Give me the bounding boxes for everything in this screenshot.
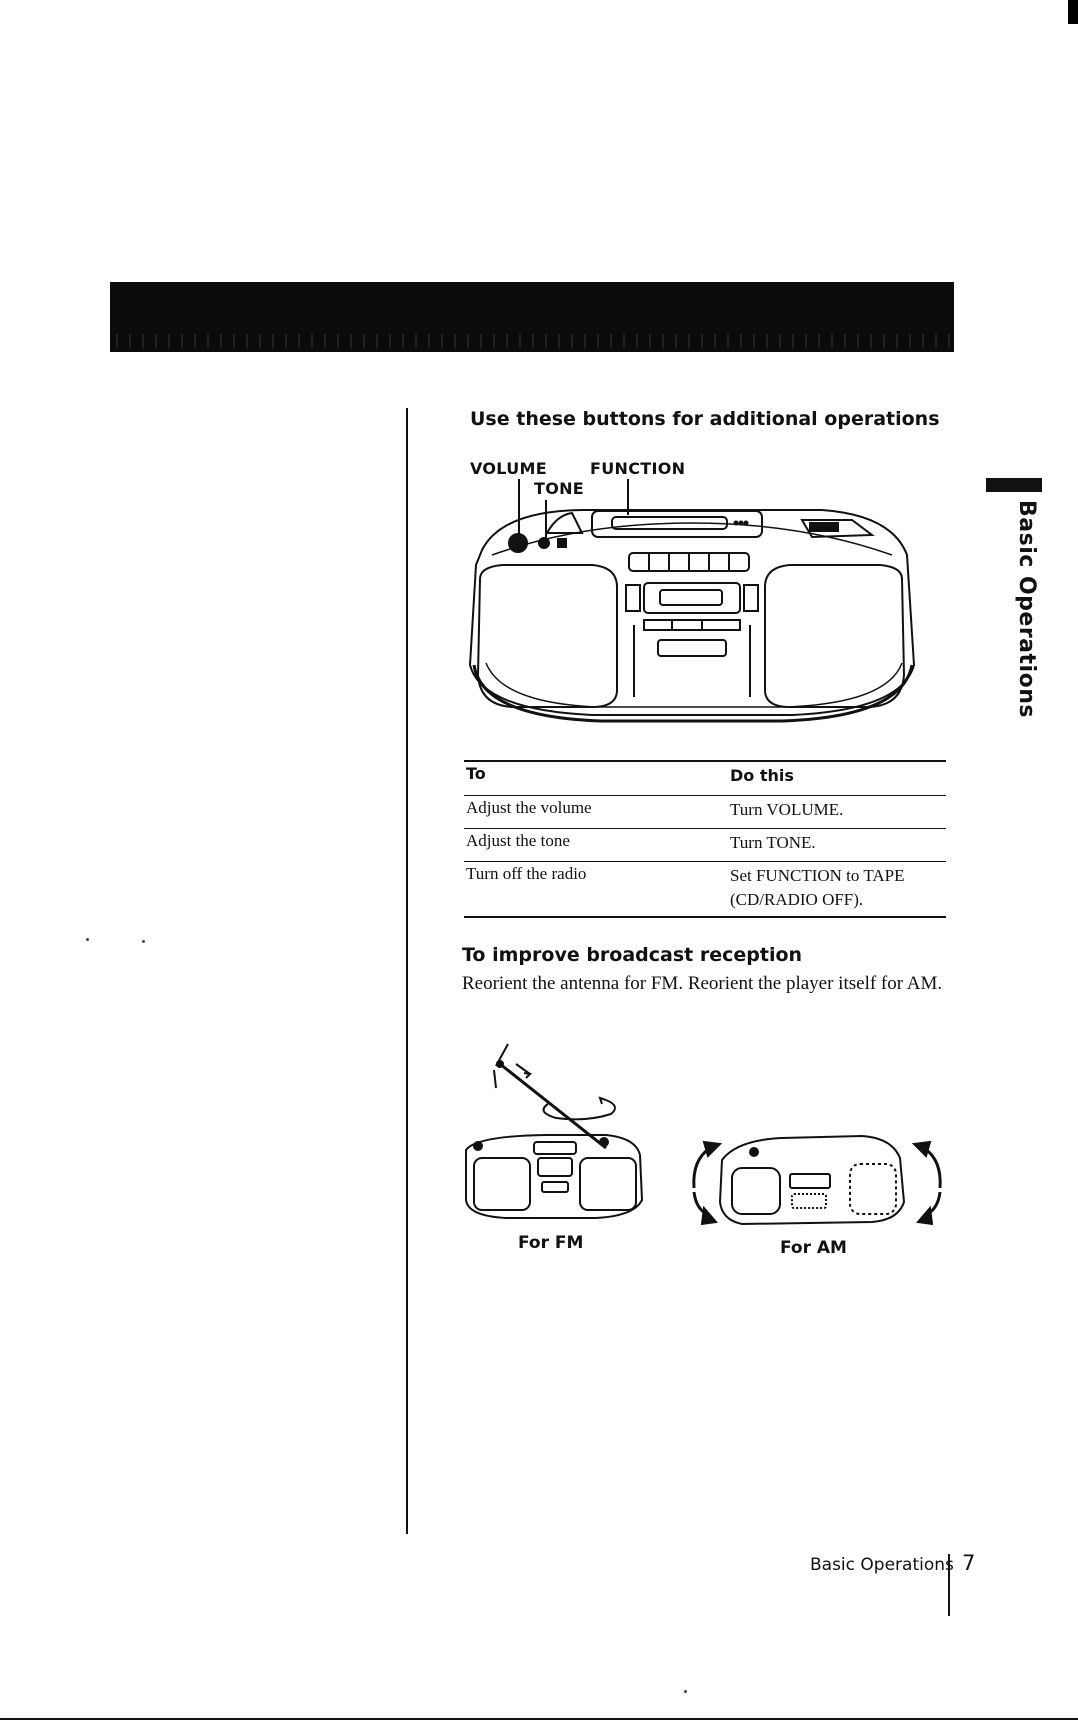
side-tab-marker bbox=[986, 478, 1042, 492]
tone-label: TONE bbox=[534, 479, 585, 498]
table-cell-do-this: Turn VOLUME. bbox=[730, 800, 844, 819]
table-top-rule bbox=[464, 760, 946, 762]
table-cell-to: Adjust the tone bbox=[466, 831, 570, 850]
scan-speck bbox=[142, 940, 145, 943]
scan-speck bbox=[684, 1690, 687, 1693]
reception-heading: To improve broadcast reception bbox=[462, 944, 803, 966]
table-header-do-this: Do this bbox=[730, 766, 794, 785]
function-label: FUNCTION bbox=[590, 459, 686, 478]
footer-section-name: Basic Operations bbox=[810, 1555, 954, 1575]
table-cell-do-this: Set FUNCTION to TAPE bbox=[730, 866, 905, 885]
table-cell-to: Turn off the radio bbox=[466, 864, 587, 883]
scan-speck bbox=[86, 938, 89, 941]
table-bottom-rule bbox=[464, 916, 946, 918]
fm-antenna-illustration bbox=[465, 1043, 644, 1219]
fm-caption: For FM bbox=[518, 1233, 584, 1253]
am-rotate-player-illustration bbox=[692, 1134, 942, 1226]
table-row-rule bbox=[464, 861, 946, 862]
table-header-to: To bbox=[466, 764, 486, 783]
reception-text: Reorient the antenna for FM. Reorient th… bbox=[462, 973, 943, 994]
table-row-rule bbox=[464, 828, 946, 829]
table-cell-to: Adjust the volume bbox=[466, 798, 592, 817]
corner-mark bbox=[1068, 0, 1078, 24]
table-cell-do-this: Turn TONE. bbox=[730, 833, 816, 852]
section-heading: Use these buttons for additional operati… bbox=[470, 408, 940, 430]
section-banner bbox=[110, 282, 954, 352]
footer-rule bbox=[948, 1554, 950, 1616]
column-rule bbox=[406, 408, 408, 1534]
page-number: 7 bbox=[962, 1551, 976, 1575]
cd-radio-cassette-player-illustration bbox=[468, 479, 916, 723]
table-header-rule bbox=[464, 795, 946, 796]
page-bottom-rule bbox=[0, 1718, 1078, 1720]
am-caption: For AM bbox=[780, 1238, 847, 1258]
side-tab-label: Basic Operations bbox=[1014, 500, 1039, 718]
table-cell-do-this-cont: (CD/RADIO OFF). bbox=[730, 890, 864, 909]
volume-label: VOLUME bbox=[470, 459, 547, 478]
